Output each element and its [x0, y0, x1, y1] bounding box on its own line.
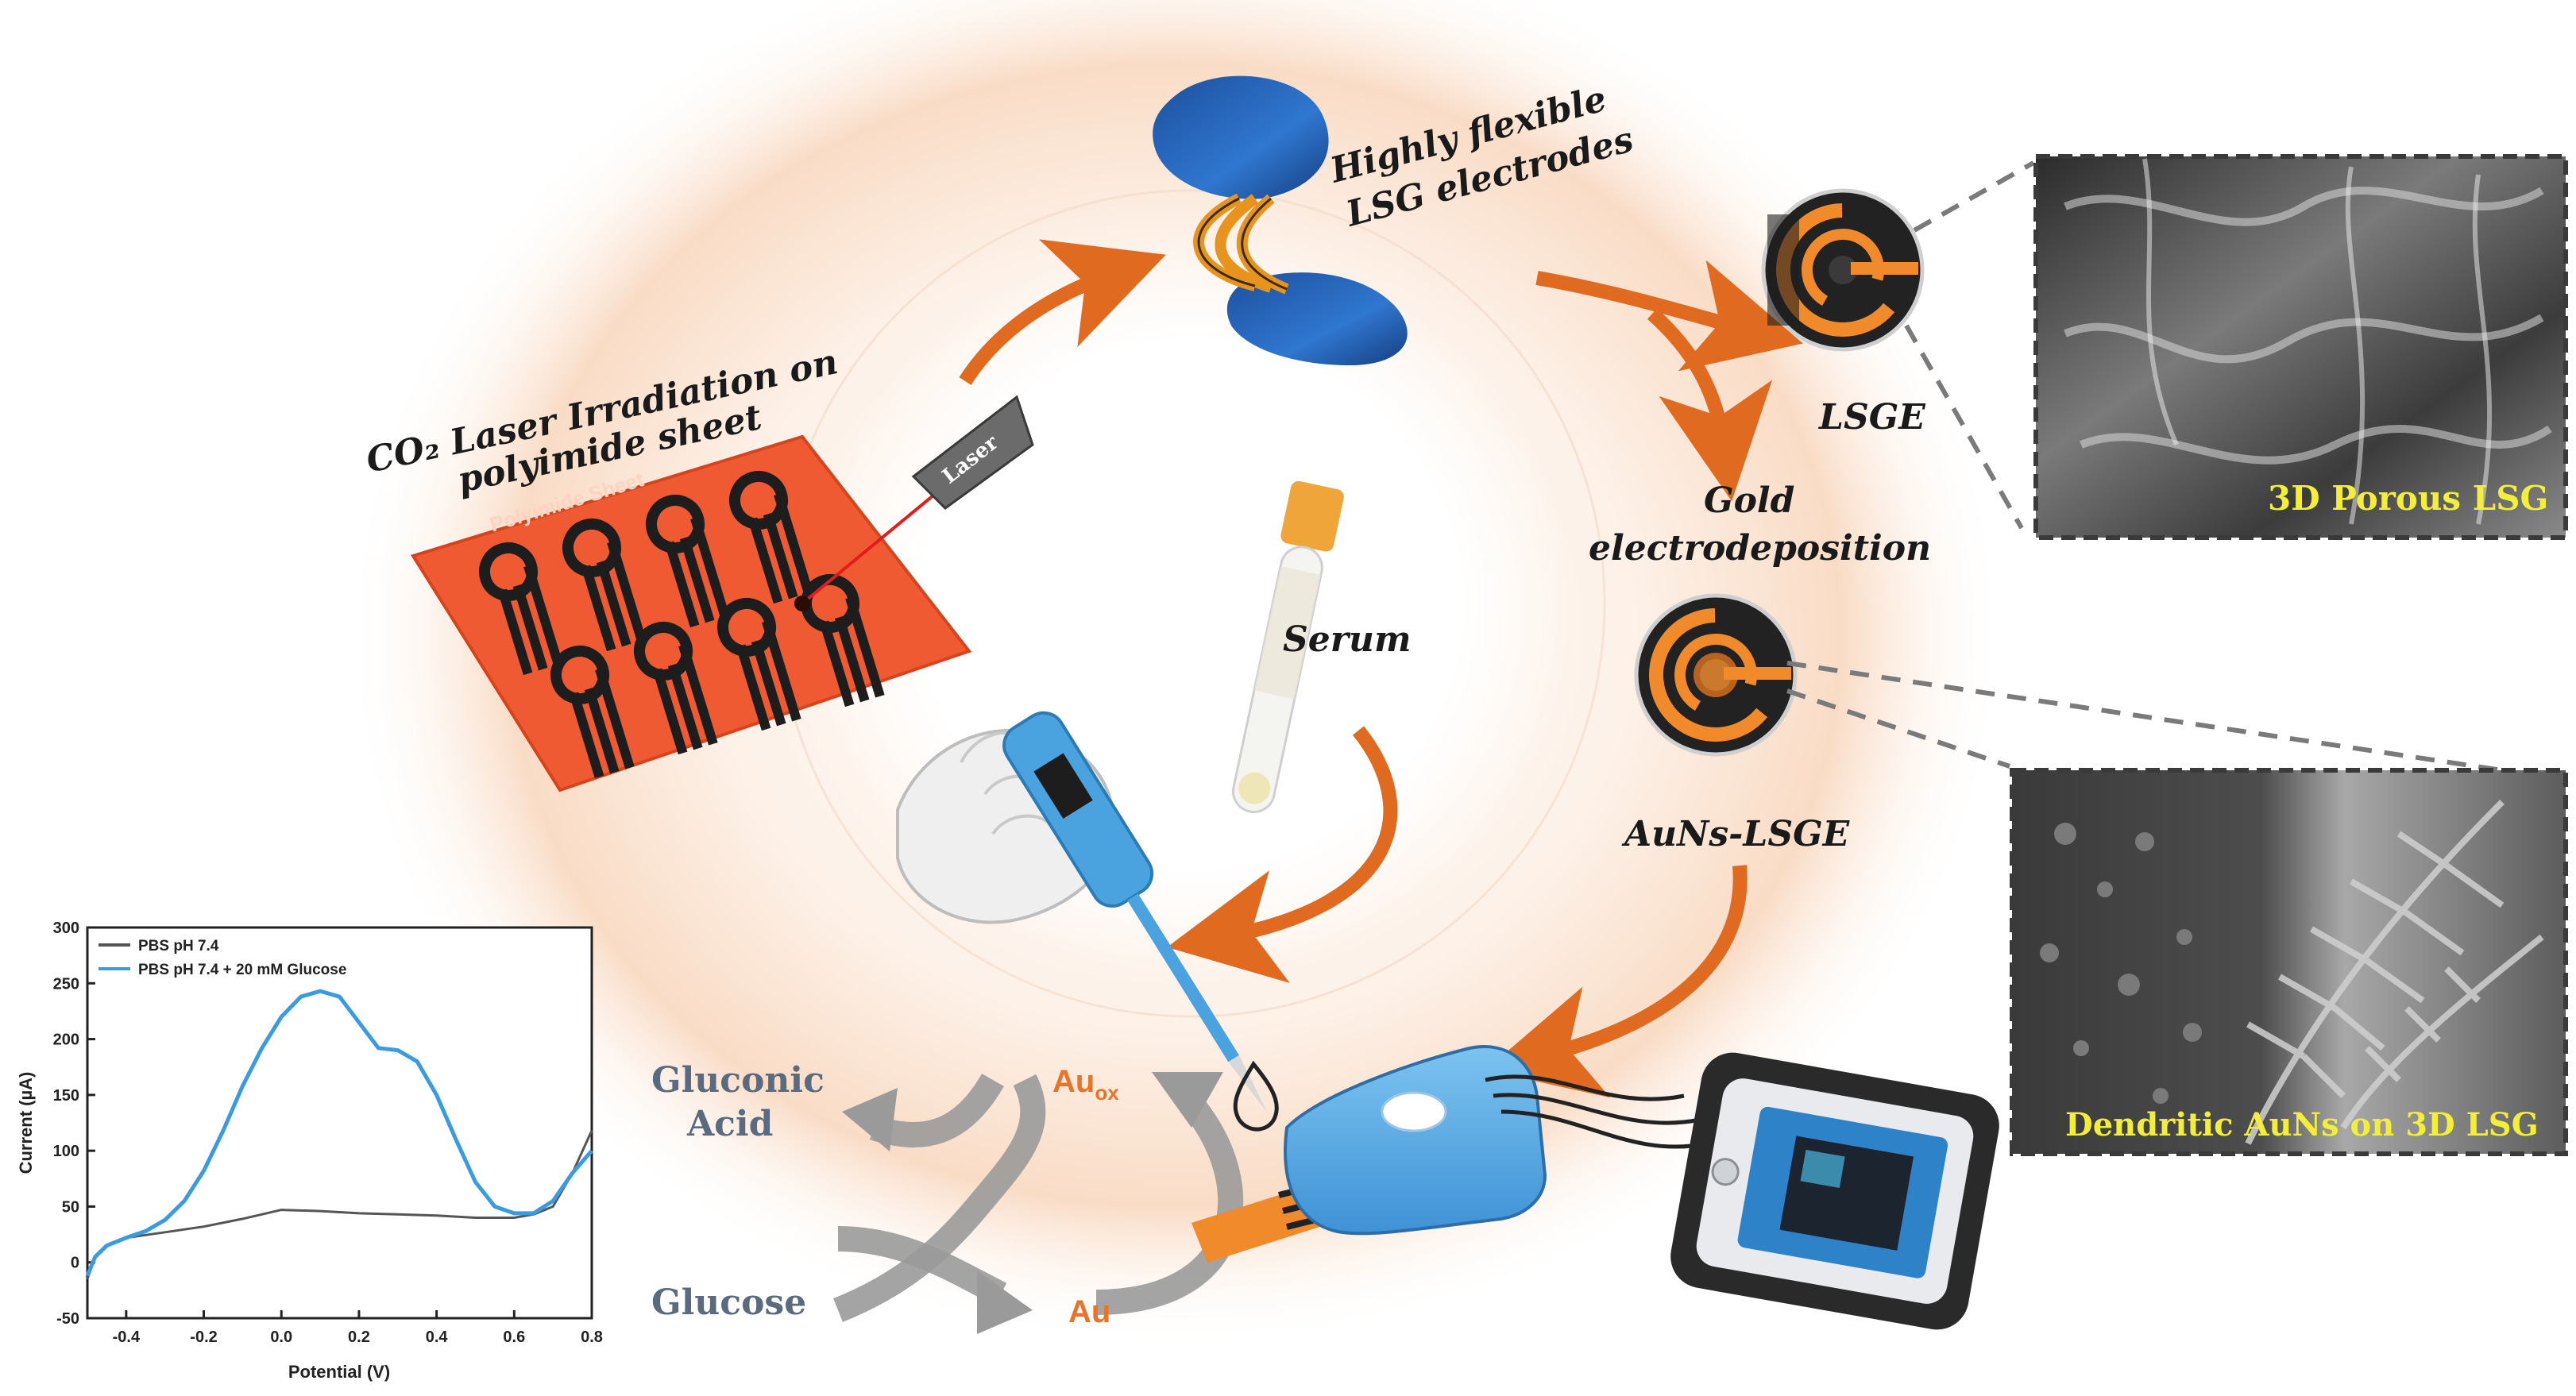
sem-image-porous-lsg: 3D Porous LSG [2033, 154, 2568, 540]
chart-ticks: -0.4 -0.2 0.0 0.2 0.4 0.6 0.8 -50 0 50 100 150 200 25… [53, 920, 603, 1346]
sem-image-dendritic-auns: Dendritic AuNs on 3D LSG [2010, 768, 2568, 1156]
x-tick-label: 0.6 [503, 1329, 525, 1346]
arrow-aunslsge-to-device [1485, 865, 1748, 1098]
redox-cycle [833, 1072, 1244, 1334]
serum-label: Serum [1283, 619, 1412, 660]
au-ox-base: Au [1052, 1064, 1095, 1099]
lsge-label: LSGE [1817, 397, 1926, 438]
chart-plot-area [86, 926, 593, 1320]
sem2-caption: Dendritic AuNs on 3D LSG [2065, 1106, 2539, 1143]
x-tick-label: -0.4 [113, 1329, 141, 1346]
arrow-serum-to-pipette [1167, 726, 1398, 983]
droplet-icon [1233, 1060, 1279, 1132]
pipette-display [1033, 753, 1093, 819]
x-tick-label: -0.2 [190, 1329, 217, 1346]
laser-spot [794, 596, 810, 611]
connector-aunslsge-sem2-bottom [1786, 688, 2010, 769]
cable-wires [1485, 1074, 1709, 1149]
chart-xlabel: Potential (V) [288, 1362, 390, 1382]
reader-button [1711, 1158, 1740, 1186]
gluconic-label-line1: Gluconic [651, 1060, 825, 1101]
gloved-finger-bottom [1226, 272, 1408, 365]
gloved-finger-top [1153, 75, 1329, 199]
chart-ylabel: Current (µA) [16, 1072, 36, 1174]
connector-lsge-sem1-bottom [1904, 324, 2024, 530]
y-tick-label: 150 [53, 1087, 79, 1105]
pipette-illustration [896, 711, 1279, 1132]
gluconic-label-line2: Acid [686, 1104, 773, 1144]
sem1-texture [2064, 187, 2552, 465]
x-tick-label: 0.0 [270, 1329, 292, 1346]
au-ox-label: Auox [1052, 1064, 1119, 1105]
legend-label: PBS pH 7.4 + 20 mM Glucose [138, 962, 346, 978]
electrode-pattern-row-1 [479, 471, 813, 676]
arrowhead-auox [1152, 1072, 1223, 1128]
aunslsge-label: AuNs-LSGE [1621, 814, 1851, 854]
lsge-electrode-icon [1761, 188, 1925, 352]
glucose-label: Glucose [651, 1282, 806, 1323]
pipette-tip [1127, 893, 1239, 1062]
arrow-glucose-to-au [833, 1074, 1046, 1322]
y-tick-label: 100 [53, 1143, 79, 1160]
x-tick-label: 0.2 [348, 1329, 370, 1346]
connector-aunslsge-sem2-top [1786, 661, 2503, 773]
sem1-caption: 3D Porous LSG [2268, 479, 2548, 518]
x-tick-label: 0.8 [581, 1329, 603, 1346]
cv-chart: -0.4 -0.2 0.0 0.2 0.4 0.6 0.8 -50 0 50 100 150 200 25… [16, 920, 603, 1382]
y-tick-label: 200 [53, 1032, 79, 1049]
gold-label-line2: electrodeposition [1589, 528, 1931, 569]
au-ox-sub: ox [1095, 1081, 1119, 1105]
legend-label: PBS pH 7.4 [138, 938, 219, 954]
y-tick-label: 0 [71, 1255, 79, 1272]
arrowhead-au [977, 1271, 1033, 1334]
connector-body [1284, 1045, 1547, 1236]
y-tick-label: -50 [56, 1310, 79, 1328]
y-tick-label: 250 [53, 975, 79, 993]
connector-lsge-sem1-top [1913, 160, 2035, 233]
aunslsge-electrode-icon [1634, 593, 1798, 757]
arrow-flex-to-lsge [1535, 260, 1803, 372]
flexible-electrode-illustration [1153, 75, 1408, 365]
x-tick-label: 0.4 [426, 1329, 449, 1346]
sem2-dendrite [2245, 800, 2544, 1145]
y-tick-label: 300 [53, 920, 79, 937]
electrode-pattern-row-2 [550, 574, 885, 779]
series-line-2 [85, 989, 593, 1277]
au-label: Au [1068, 1294, 1110, 1329]
pipette-tip-end [1228, 1055, 1268, 1113]
sem1-texture-2 [2142, 158, 2493, 525]
polyimide-sheet-illustration: Polyimide Sheet Laser [410, 395, 1034, 792]
gold-label-line1: Gold [1704, 480, 1794, 521]
arrow-to-gold [1647, 308, 1773, 502]
sensor-connector [1191, 1045, 1709, 1263]
sem2-particles [2040, 823, 2202, 1104]
potentiostat-reader [1670, 1052, 1999, 1330]
y-tick-label: 50 [62, 1198, 79, 1216]
connector-button [1381, 1091, 1447, 1132]
flexible-strip-trace [1197, 197, 1288, 291]
serum-tube [1231, 480, 1344, 813]
arrow-sheet-to-flex [959, 239, 1166, 385]
chart-lines [85, 989, 593, 1280]
laser-head [911, 395, 1034, 510]
arrowhead-gluconic [842, 1088, 898, 1151]
